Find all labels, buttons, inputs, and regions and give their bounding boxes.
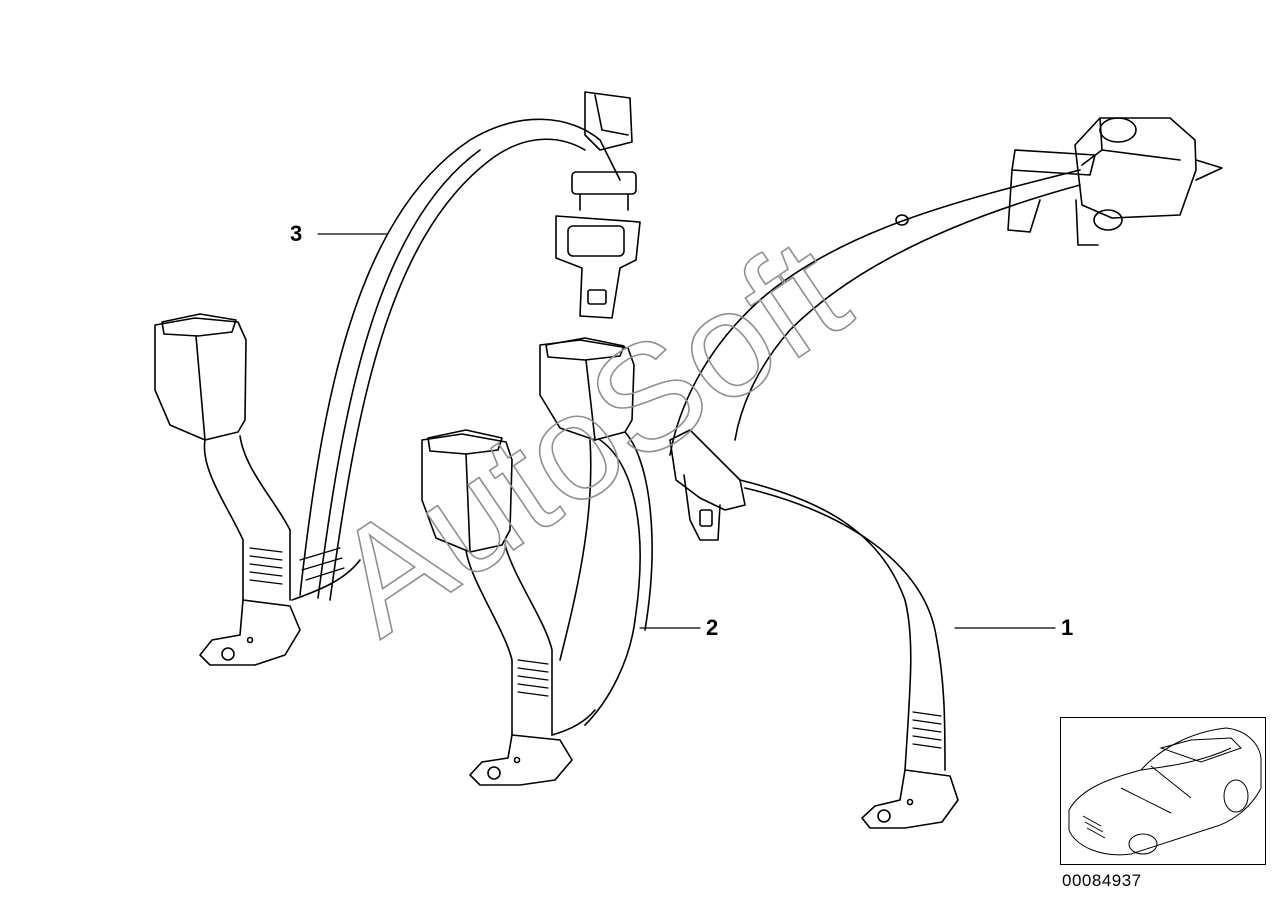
callout-2: 2 (706, 615, 719, 640)
document-number: 00084937 (1062, 871, 1142, 890)
car-outline-icon (1068, 727, 1262, 856)
callout-1: 1 (1061, 615, 1074, 640)
vehicle-locator-thumbnail (1060, 717, 1266, 865)
leader-lines (317, 233, 1056, 629)
callout-3: 3 (290, 221, 303, 246)
part-3-rear-belt-left (154, 91, 641, 666)
part-2-rear-belt-center (421, 337, 653, 786)
part-1-rear-belt-retractor (669, 117, 1223, 829)
